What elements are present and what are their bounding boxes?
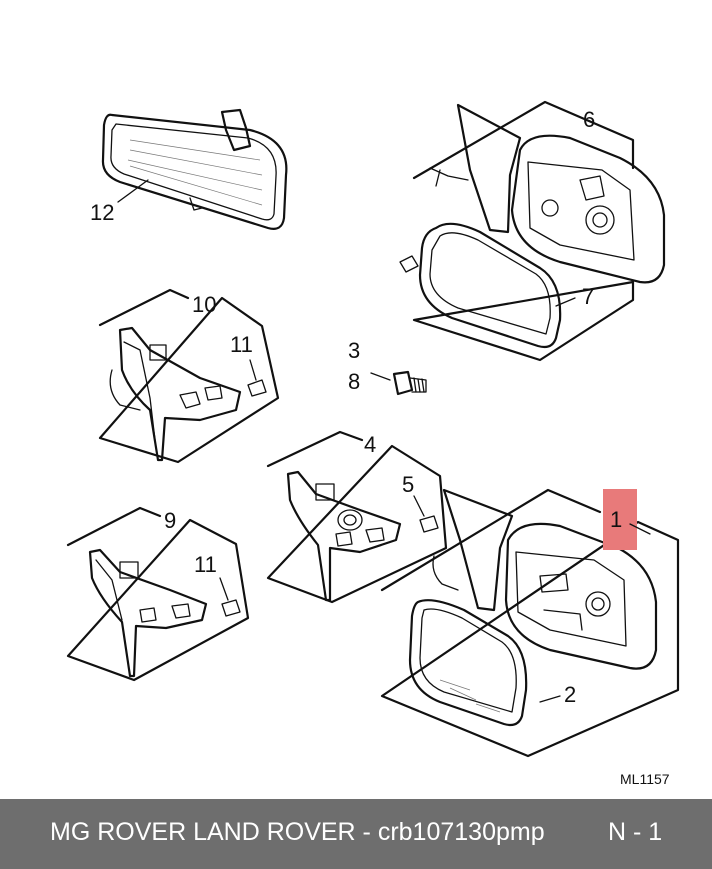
callout-7: 7 — [582, 284, 594, 309]
interior-mirror-12 — [101, 108, 288, 230]
door-mirror-1 — [432, 488, 658, 670]
screw-3-8 — [392, 370, 427, 396]
mirror-head-6 — [429, 103, 666, 284]
callout-9: 9 — [164, 508, 176, 533]
callout-6: 6 — [583, 107, 595, 132]
leader-2 — [539, 695, 561, 703]
callout-4: 4 — [364, 432, 376, 457]
clip-11a — [247, 359, 267, 397]
group-box-10 — [98, 288, 280, 464]
leader-1 — [629, 523, 651, 535]
clip-5 — [413, 495, 439, 533]
callout-1: 1 — [610, 507, 622, 532]
footer-page-indicator: N - 1 — [608, 818, 663, 846]
leader-8 — [370, 372, 391, 381]
footer-part-text: MG ROVER LAND ROVER - crb107130pmp — [50, 818, 545, 846]
callout-1-highlight — [603, 489, 637, 550]
footer-bar: MG ROVER LAND ROVER - crb107130pmp N - 1 — [0, 799, 712, 869]
leader-7 — [555, 297, 576, 307]
callout-11-top: 11 — [230, 332, 253, 357]
group-box-4 — [266, 430, 448, 604]
callout-5: 5 — [402, 472, 414, 497]
mounting-bracket-9 — [88, 548, 208, 678]
callout-12: 12 — [90, 200, 114, 225]
leader-12 — [117, 179, 149, 203]
callout-11-bottom: 11 — [194, 552, 217, 577]
mirror-glass-2 — [408, 599, 528, 727]
group-box-6-7 — [412, 100, 635, 362]
mounting-bracket-4 — [286, 470, 402, 602]
callout-8: 8 — [348, 369, 360, 394]
mirror-glass-7 — [399, 222, 562, 349]
diagram-code: ML1157 — [620, 771, 670, 787]
group-box-9 — [66, 506, 250, 682]
clip-11b — [219, 577, 241, 617]
callout-10: 10 — [192, 292, 216, 317]
mounting-bracket-10 — [109, 326, 242, 462]
parts-diagram: 12 6 7 10 11 3 8 — [66, 100, 680, 787]
callout-2: 2 — [564, 682, 576, 707]
callout-3: 3 — [348, 338, 360, 363]
group-box-1-2 — [380, 488, 680, 758]
